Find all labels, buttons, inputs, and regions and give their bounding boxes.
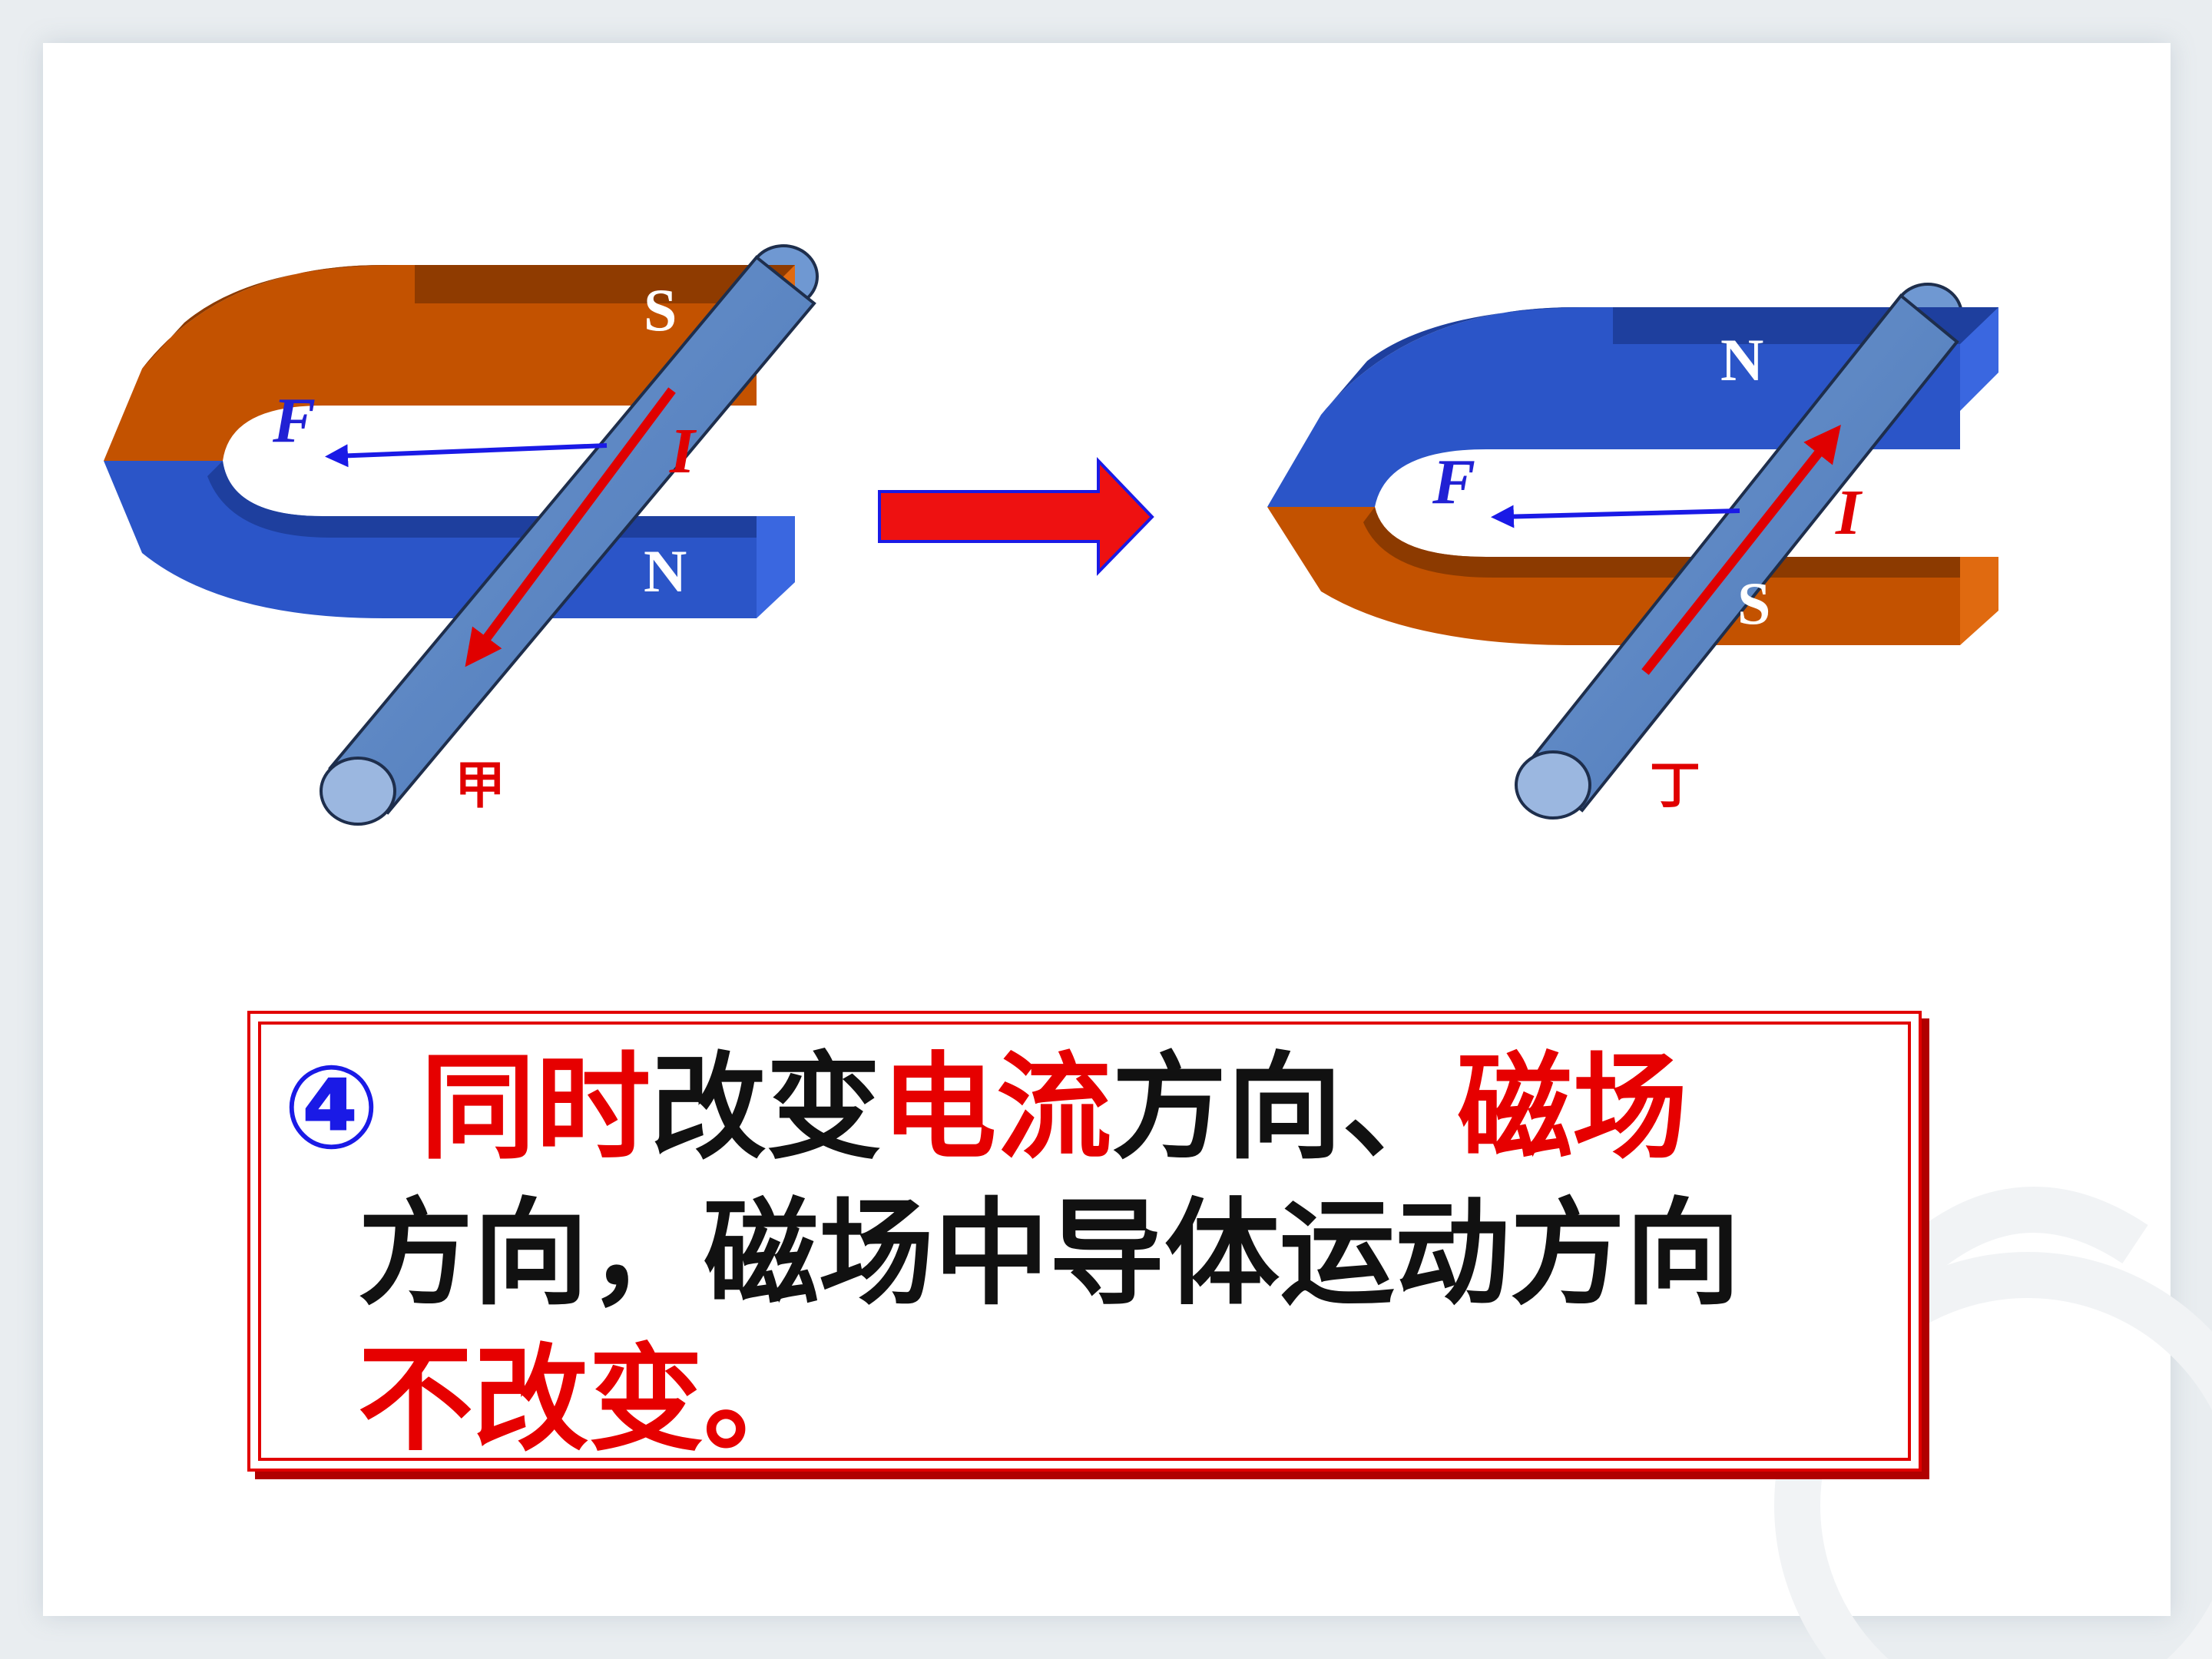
- magnet-diagram: S N F I 甲 N S F I 丁: [104, 244, 1998, 826]
- current-arrow-left: [465, 387, 676, 667]
- statement-line-2: 方向，磁场中导体运动方向: [358, 1187, 1741, 1321]
- statement-part-3: 电流: [881, 1041, 1112, 1175]
- rod-right-front-end: [1515, 750, 1591, 820]
- statement-line-1: ④ 同时改变电流方向、磁场: [283, 1043, 1687, 1174]
- current-arrow-right: [1641, 424, 1841, 675]
- statement-part-5: 磁场: [1457, 1041, 1688, 1175]
- figure-label-left: 甲: [455, 756, 505, 815]
- magnet-right: N S F I 丁: [1267, 283, 1998, 820]
- pole-label-right-bottom: S: [1737, 570, 1770, 637]
- transition-arrow: [878, 457, 1154, 576]
- magnet-left-bottom-arm: [104, 461, 757, 618]
- rod-left-front-end: [320, 757, 396, 826]
- force-label-right: F: [1432, 446, 1475, 518]
- statement-part-4: 方向、: [1111, 1041, 1458, 1175]
- pole-label-right-top: N: [1720, 326, 1763, 393]
- statement-box: ④ 同时改变电流方向、磁场 方向，磁场中导体运动方向 不改变。: [247, 1011, 1922, 1472]
- figure-label-right: 丁: [1650, 756, 1700, 815]
- item-marker: ④: [283, 1041, 381, 1175]
- force-arrow-left: [325, 443, 608, 468]
- pole-label-left-bottom: N: [644, 538, 687, 604]
- statement-line-3: 不改变。: [358, 1333, 820, 1467]
- magnet-right-top-arm: [1267, 307, 1960, 507]
- current-label-left: I: [669, 416, 697, 487]
- pole-label-left-top: S: [644, 276, 677, 343]
- force-arrow-right: [1491, 505, 1740, 528]
- current-label-right: I: [1835, 477, 1863, 548]
- magnet-left: S N F I 甲: [104, 244, 819, 826]
- magnet-left-top-arm: [104, 265, 757, 461]
- statement-part-2: 改变: [651, 1041, 882, 1175]
- statement-part-1: 同时: [420, 1041, 651, 1175]
- force-label-left: F: [272, 385, 316, 456]
